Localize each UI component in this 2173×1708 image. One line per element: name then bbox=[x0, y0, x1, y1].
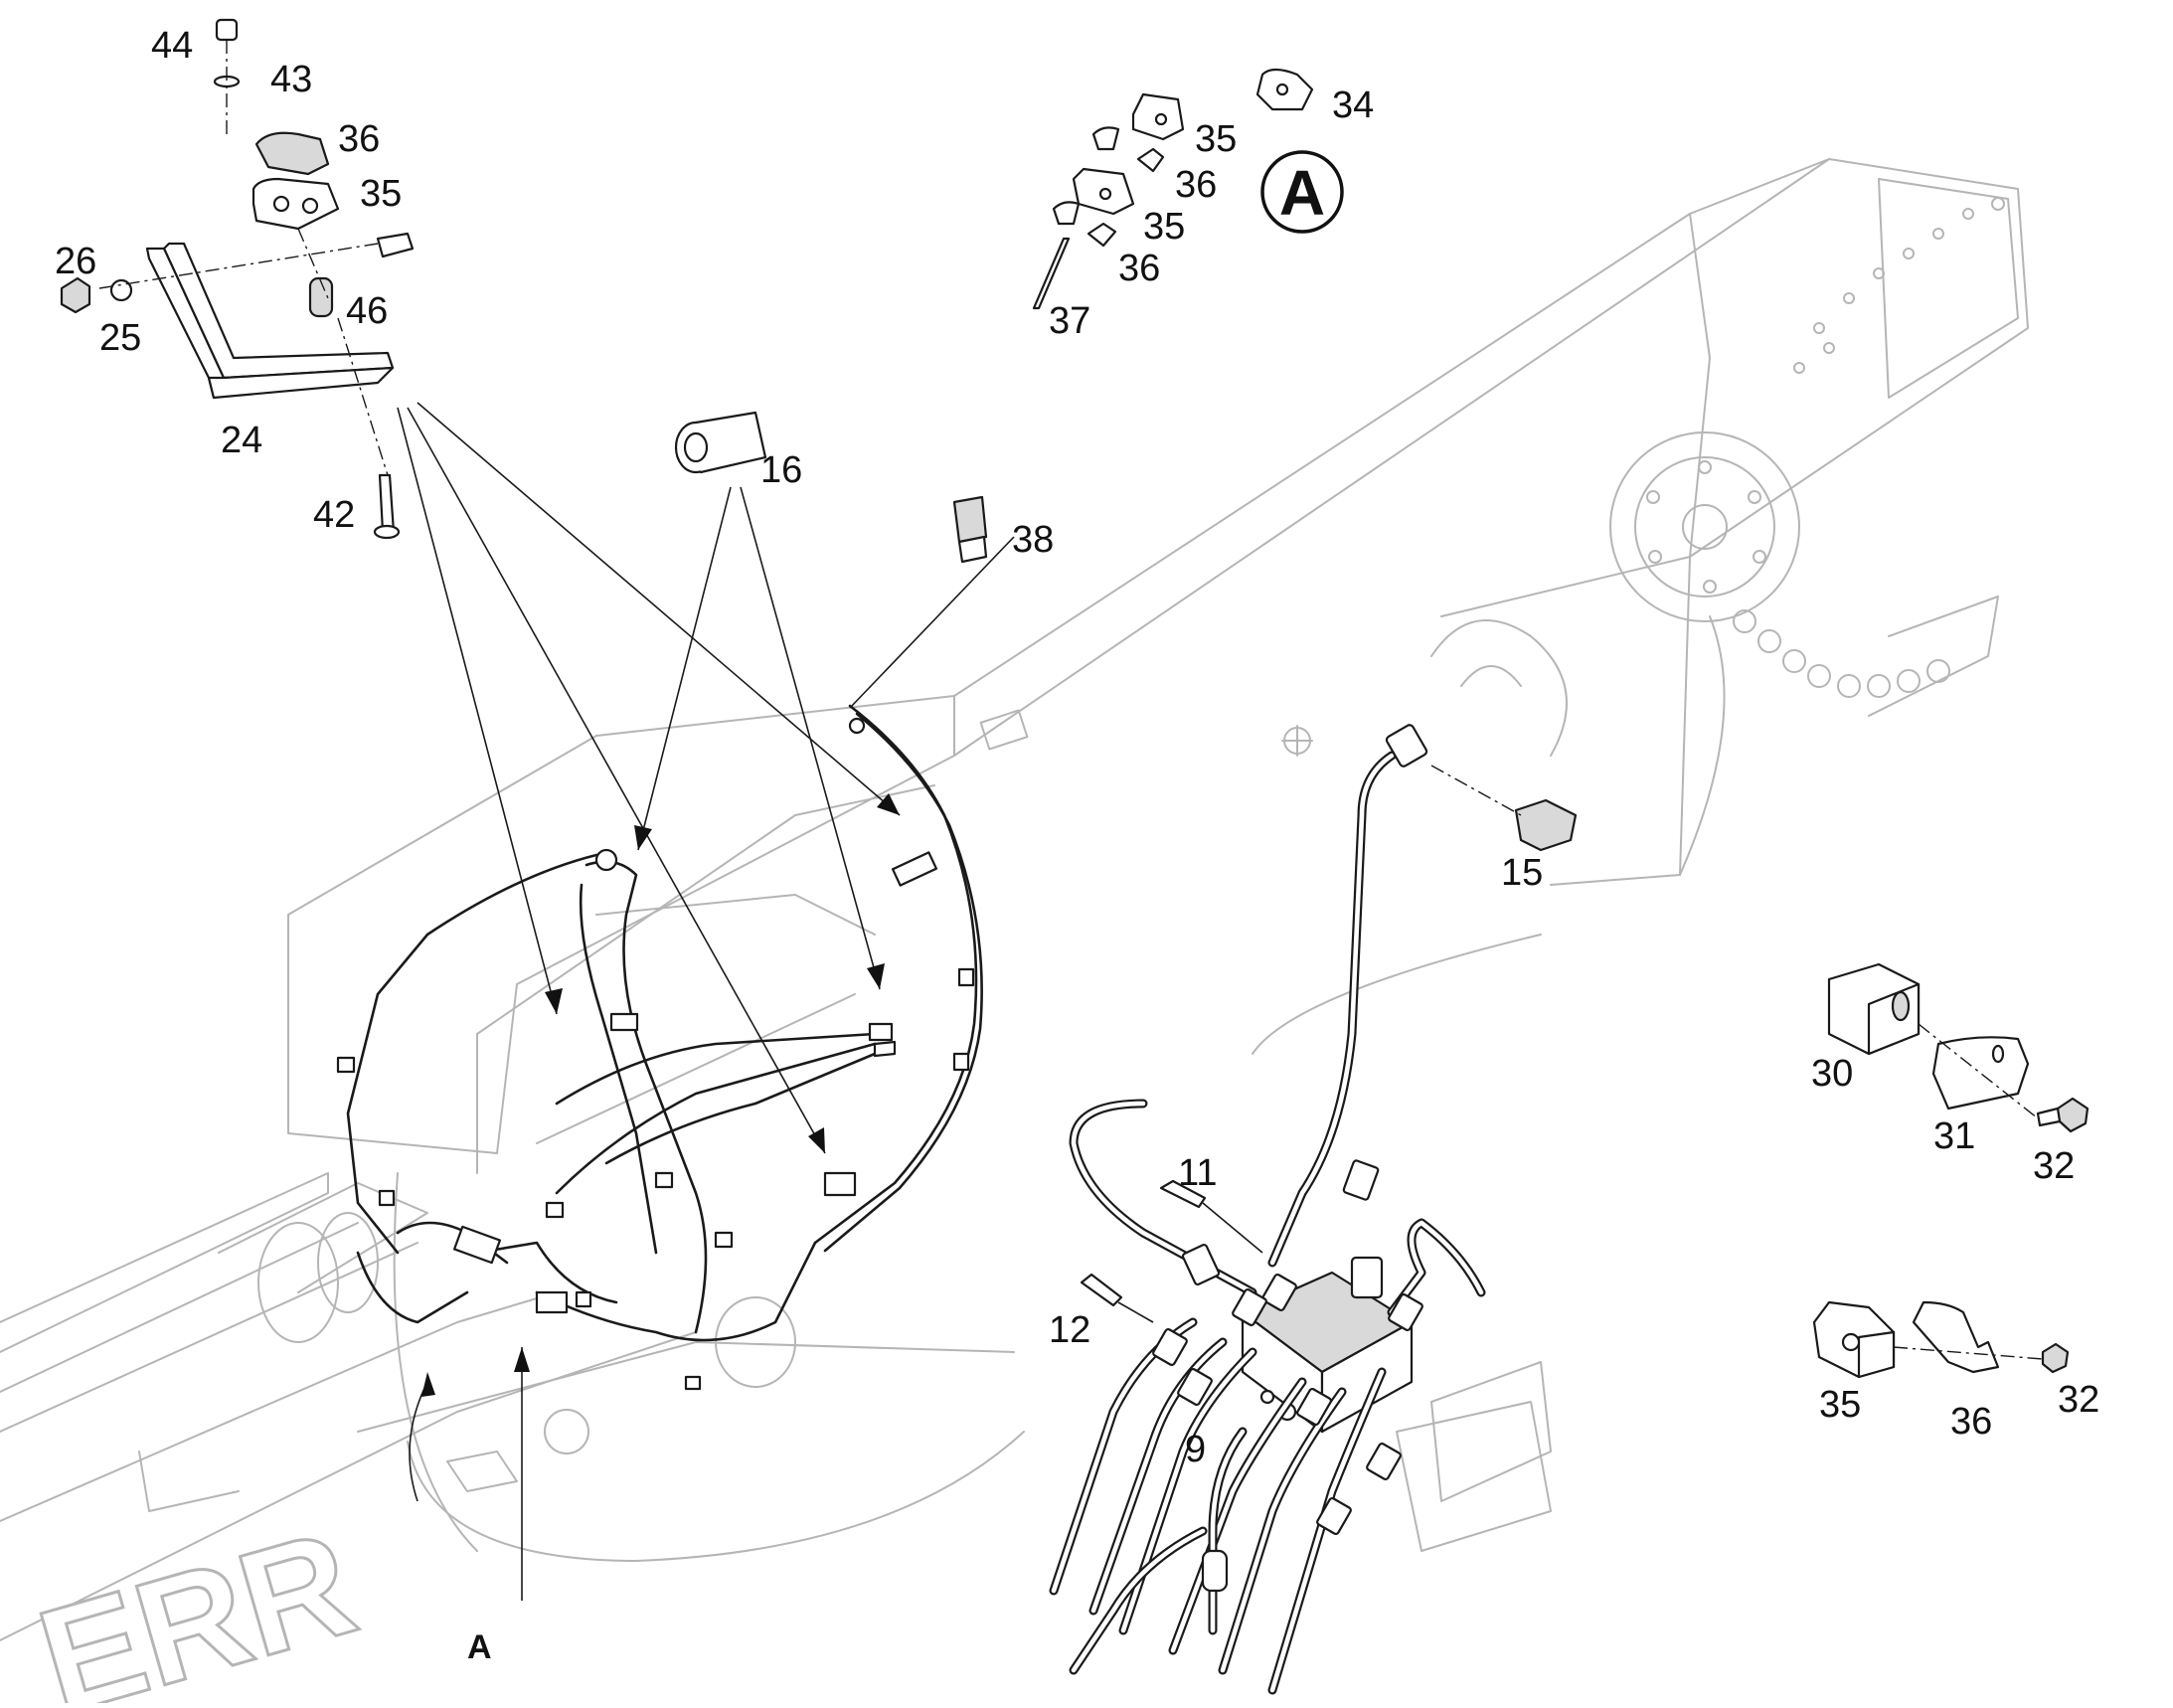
callout-16: 16 bbox=[760, 449, 802, 491]
callout-labels: 44 43 36 35 26 25 46 24 42 16 38 34 35 3… bbox=[55, 25, 2099, 1666]
screw-32 bbox=[2056, 1097, 2089, 1133]
arrow-detail-a-2 bbox=[421, 1372, 435, 1397]
machine-background: ERR bbox=[0, 158, 2029, 1708]
detail-a-letter: A bbox=[1279, 157, 1325, 229]
screw-35 bbox=[376, 232, 415, 258]
callout-35-c: 35 bbox=[1819, 1384, 1861, 1426]
hub-bolt-ring bbox=[1646, 460, 1766, 594]
callout-24: 24 bbox=[221, 420, 262, 461]
callout-32-a: 32 bbox=[2033, 1145, 2075, 1187]
washer-25 bbox=[109, 278, 133, 302]
callout-32-b: 32 bbox=[2058, 1379, 2099, 1421]
arrow-detail-a bbox=[514, 1347, 530, 1372]
clamp-half-36d bbox=[1912, 1300, 2000, 1374]
callout-25: 25 bbox=[99, 317, 141, 359]
callout-43: 43 bbox=[270, 59, 312, 100]
callout-36: 36 bbox=[338, 118, 380, 160]
wiring-harness bbox=[336, 704, 983, 1391]
callout-36-b: 36 bbox=[1118, 248, 1160, 289]
callout-44: 44 bbox=[151, 25, 193, 67]
callout-46: 46 bbox=[346, 290, 388, 332]
bracket-assembly bbox=[60, 18, 415, 540]
clamp-set-30-31-32 bbox=[1827, 962, 2089, 1133]
hydraulic-hoses bbox=[1049, 751, 1486, 1695]
callout-38: 38 bbox=[1012, 519, 1054, 561]
callout-12: 12 bbox=[1049, 1309, 1090, 1351]
upper-hole-row bbox=[1793, 197, 2005, 374]
callout-35: 35 bbox=[360, 173, 402, 215]
callout-26: 26 bbox=[55, 241, 96, 282]
arrow-grommet-1 bbox=[634, 825, 652, 850]
screw-32b bbox=[2041, 1342, 2070, 1374]
clamp-set-35-36-32 bbox=[1812, 1300, 2070, 1379]
detail-a-pointer-label: A bbox=[467, 1628, 492, 1666]
bolt-11 bbox=[1159, 1179, 1263, 1254]
callout-36-c: 36 bbox=[1950, 1401, 1992, 1443]
callout-31: 31 bbox=[1933, 1115, 1975, 1157]
clamp-half-31 bbox=[1931, 1036, 2030, 1110]
nut-26 bbox=[60, 276, 91, 314]
clamp-block-35 bbox=[251, 177, 340, 231]
callout-30: 30 bbox=[1811, 1053, 1853, 1095]
callout-35-a: 35 bbox=[1195, 118, 1237, 160]
callout-37: 37 bbox=[1049, 300, 1090, 342]
callout-36-a: 36 bbox=[1175, 164, 1217, 206]
screw-37 bbox=[1032, 237, 1071, 310]
callout-35-b: 35 bbox=[1143, 206, 1185, 248]
callout-15: 15 bbox=[1501, 852, 1543, 894]
detail-a-clamps bbox=[1032, 68, 1314, 310]
nut-44 bbox=[215, 18, 239, 42]
detail-a-marker: A bbox=[1260, 150, 1344, 234]
callout-42: 42 bbox=[313, 494, 355, 536]
grommet-16 bbox=[674, 411, 767, 474]
arrow-to-harness-2 bbox=[808, 1127, 825, 1153]
arrow-to-harness-1 bbox=[545, 988, 563, 1014]
frame-brand-lettering: ERR bbox=[23, 1498, 372, 1703]
callout-11: 11 bbox=[1178, 1152, 1217, 1194]
bolt-42 bbox=[378, 473, 396, 534]
bolt-12 bbox=[1080, 1273, 1154, 1323]
lower-hole-row bbox=[1733, 609, 1950, 698]
arrow-grommet-2 bbox=[867, 963, 885, 989]
callout-34: 34 bbox=[1332, 85, 1374, 126]
arrow-to-harness-3 bbox=[877, 793, 900, 815]
fitting-38 bbox=[952, 495, 988, 564]
callout-9: 9 bbox=[1185, 1429, 1206, 1470]
spacer-46 bbox=[308, 276, 334, 318]
plug-15 bbox=[1430, 765, 1578, 852]
clamp-half-36 bbox=[254, 131, 330, 176]
leader-lines bbox=[397, 402, 1015, 1601]
hydraulic-valve-block bbox=[1049, 724, 1552, 1695]
